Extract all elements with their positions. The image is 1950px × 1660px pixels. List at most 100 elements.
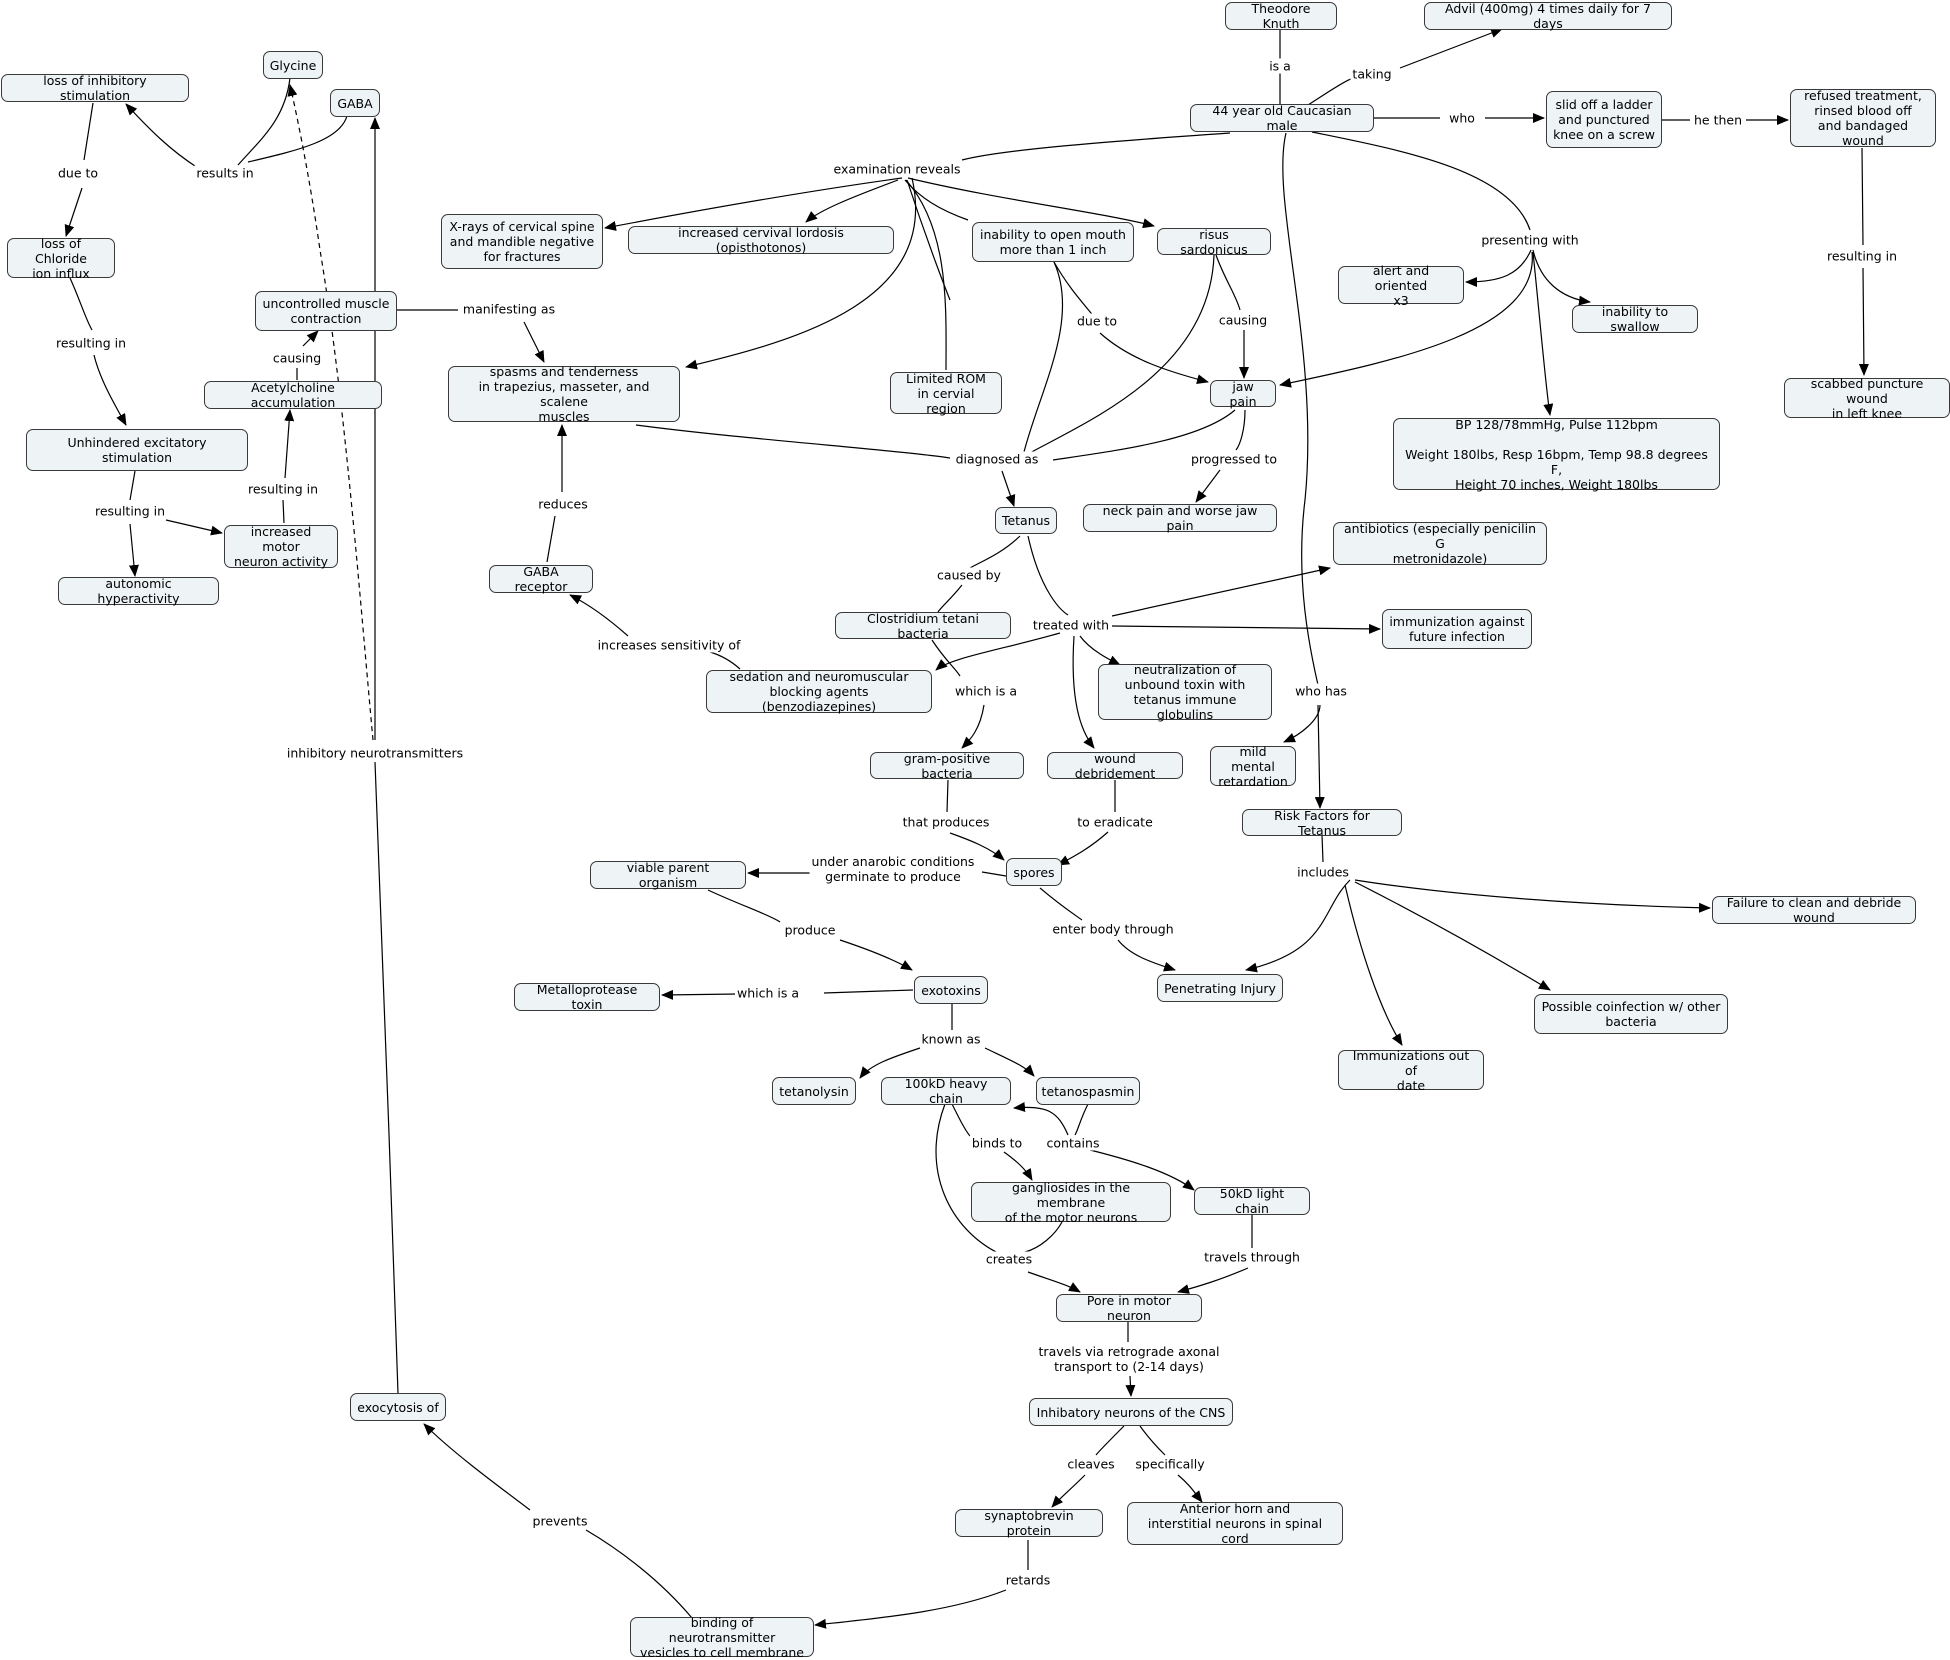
link-resultsin-lossinhib bbox=[125, 103, 199, 169]
node-penetrating[interactable]: Penetrating Injury bbox=[1157, 974, 1283, 1002]
node-risk[interactable]: Risk Factors for Tetanus bbox=[1242, 808, 1402, 838]
node-tetanospasmin[interactable]: tetanospasmin bbox=[1036, 1077, 1140, 1105]
node-spores[interactable]: spores bbox=[1006, 858, 1062, 886]
node-gaba-receptor[interactable]: GABA receptor bbox=[489, 564, 593, 594]
node-immunization[interactable]: immunization against future infection bbox=[1382, 609, 1532, 649]
link-increases-gabarec bbox=[569, 594, 629, 637]
label-which-is-a-2: which is a bbox=[734, 985, 802, 1001]
node-tetanus[interactable]: Tetanus bbox=[995, 507, 1057, 534]
node-autonomic[interactable]: autonomic hyperactivity bbox=[58, 576, 219, 606]
node-ladder[interactable]: slid off a ladder and punctured knee on … bbox=[1546, 91, 1662, 148]
link-contains-light bbox=[1089, 1149, 1195, 1191]
link-binding-prevents bbox=[585, 1529, 693, 1619]
node-loss-inhibitory[interactable]: loss of inhibitory stimulation bbox=[1, 73, 189, 103]
node-mental[interactable]: mild mental retardation bbox=[1210, 744, 1296, 789]
node-gram-positive[interactable]: gram-positive bacteria bbox=[870, 751, 1024, 781]
node-uncontrolled[interactable]: uncontrolled muscle contraction bbox=[255, 291, 397, 331]
node-inhibatory-cns[interactable]: Inhibatory neurons of the CNS bbox=[1029, 1398, 1233, 1426]
label-progressed: progressed to bbox=[1188, 451, 1280, 467]
link-dueto-jaw bbox=[1099, 332, 1209, 385]
link-causedby-clost bbox=[937, 584, 963, 613]
node-risus[interactable]: risus sardonicus bbox=[1157, 227, 1271, 257]
link-cns-cleaves bbox=[1095, 1425, 1125, 1456]
node-immun-out[interactable]: Immunizations out of date bbox=[1338, 1048, 1484, 1093]
node-lordosis[interactable]: increased cervival lordosis (opisthotono… bbox=[628, 225, 894, 255]
node-exocytosis[interactable]: exocytosis of bbox=[350, 1393, 446, 1421]
node-male[interactable]: 44 year old Caucasian male bbox=[1190, 103, 1374, 133]
node-scabbed[interactable]: scabbed puncture wound in left knee bbox=[1784, 376, 1950, 421]
node-motor-activity[interactable]: increased motor neuron activity bbox=[224, 524, 338, 569]
node-failure[interactable]: Failure to clean and debride wound bbox=[1712, 895, 1916, 925]
link-includes-penetrating bbox=[1245, 879, 1351, 973]
label-to-eradicate: to eradicate bbox=[1075, 814, 1155, 830]
node-vitals[interactable]: BP 128/78mmHg, Pulse 112bpm Weight 180lb… bbox=[1393, 417, 1720, 492]
node-tetanolysin[interactable]: tetanolysin bbox=[772, 1077, 856, 1105]
label-inhibitory-neurotransmitters: inhibitory neurotransmitters bbox=[284, 745, 466, 761]
node-heavy-chain[interactable]: 100kD heavy chain bbox=[881, 1076, 1011, 1106]
node-coinfection[interactable]: Possible coinfection w/ other bacteria bbox=[1534, 994, 1728, 1034]
label-presenting: presenting with bbox=[1479, 232, 1581, 248]
label-includes: includes bbox=[1295, 864, 1351, 880]
node-limited-rom[interactable]: Limited ROM in cervial region bbox=[890, 371, 1002, 416]
link-refused-resulting bbox=[1861, 147, 1864, 246]
node-viable[interactable]: viable parent organism bbox=[590, 860, 746, 890]
node-anterior-horn[interactable]: Anterior horn and interstitial neurons i… bbox=[1127, 1501, 1343, 1546]
link-enter-penetrating bbox=[1117, 939, 1176, 972]
link-jaw-progressed bbox=[1235, 409, 1246, 451]
node-binding[interactable]: binding of neurotransmitter vesicles to … bbox=[630, 1615, 814, 1660]
node-swallow[interactable]: inability to swallow bbox=[1572, 304, 1698, 334]
link-tetanus-causedby bbox=[969, 535, 1021, 569]
label-he-then: he then bbox=[1691, 112, 1745, 128]
node-neck-pain[interactable]: neck pain and worse jaw pain bbox=[1083, 503, 1277, 533]
link-male-whohas bbox=[1282, 132, 1319, 686]
link-spasms-diag bbox=[635, 424, 951, 459]
link-inhib-glycine bbox=[287, 84, 374, 741]
label-creates: creates bbox=[983, 1251, 1035, 1267]
node-advil[interactable]: Advil (400mg) 4 times daily for 7 days bbox=[1424, 1, 1672, 31]
link-gabarec-reduces bbox=[546, 515, 556, 563]
link-gram-thatprod bbox=[946, 779, 949, 813]
link-tetanus-treated bbox=[1027, 535, 1069, 616]
node-exotoxins[interactable]: exotoxins bbox=[914, 976, 988, 1004]
node-xrays[interactable]: X-rays of cervical spine and mandible ne… bbox=[441, 214, 603, 269]
node-theodore-knuth[interactable]: Theodore Knuth bbox=[1225, 1, 1337, 31]
node-antibiotics[interactable]: antibiotics (especially penicilin G metr… bbox=[1333, 521, 1547, 566]
link-presenting-jaw bbox=[1279, 251, 1533, 388]
node-refused[interactable]: refused treatment, rinsed blood off and … bbox=[1790, 88, 1936, 148]
label-retrograde: travels via retrograde axonal transport … bbox=[1036, 1344, 1222, 1374]
link-heavy-creates bbox=[935, 1103, 1001, 1255]
node-neutralization[interactable]: neutralization of unbound toxin with tet… bbox=[1098, 662, 1272, 722]
node-light-chain[interactable]: 50kD light chain bbox=[1194, 1186, 1310, 1216]
link-bindsto-gang bbox=[1003, 1151, 1033, 1181]
node-metalloprotease[interactable]: Metalloprotease toxin bbox=[514, 982, 660, 1012]
link-heavy-bindsto bbox=[951, 1103, 971, 1137]
label-resulting-in-2: resulting in bbox=[92, 503, 168, 519]
node-inability-mouth[interactable]: inability to open mouth more than 1 inch bbox=[972, 222, 1134, 262]
node-acetylcholine[interactable]: Acetylcholine accumulation bbox=[204, 380, 382, 410]
node-debridement[interactable]: wound debridement bbox=[1047, 751, 1183, 781]
node-alert[interactable]: alert and oriented x3 bbox=[1338, 263, 1464, 308]
link-cleaves-synapto bbox=[1051, 1474, 1086, 1508]
node-clostridium[interactable]: Clostridium tetani bacteria bbox=[835, 611, 1011, 641]
node-jaw-pain[interactable]: jaw pain bbox=[1210, 379, 1276, 409]
link-exocytosis-inhib bbox=[374, 761, 399, 1394]
node-spasms[interactable]: spasms and tenderness in trapezius, mass… bbox=[448, 364, 680, 424]
link-causing-uncontrolled bbox=[302, 330, 319, 347]
node-gaba[interactable]: GABA bbox=[330, 89, 380, 117]
link-includes-coinfection bbox=[1354, 881, 1551, 991]
link-knownas-tetanospasmin bbox=[984, 1047, 1035, 1077]
link-retro-cns bbox=[1125, 1375, 1136, 1397]
node-gangliosides[interactable]: gangliosides in the membrane of the moto… bbox=[971, 1180, 1171, 1225]
node-unhindered[interactable]: Unhindered excitatory stimulation bbox=[26, 429, 248, 471]
node-sedation[interactable]: sedation and neuromuscular blocking agen… bbox=[706, 669, 932, 714]
link-gang-creates bbox=[1024, 1221, 1063, 1253]
node-loss-chloride[interactable]: loss of Chloride ion influx bbox=[7, 236, 115, 281]
node-synaptobrevin[interactable]: synaptobrevin protein bbox=[955, 1508, 1103, 1538]
link-resulting2-autonomic bbox=[128, 523, 139, 577]
label-anaerobic: under anarobic conditions germinate to p… bbox=[809, 854, 977, 884]
link-treated-antibiotics bbox=[1111, 565, 1331, 617]
node-glycine[interactable]: Glycine bbox=[263, 51, 323, 79]
link-whichis-metallo bbox=[661, 989, 739, 1000]
node-pore[interactable]: Pore in motor neuron bbox=[1056, 1293, 1202, 1323]
